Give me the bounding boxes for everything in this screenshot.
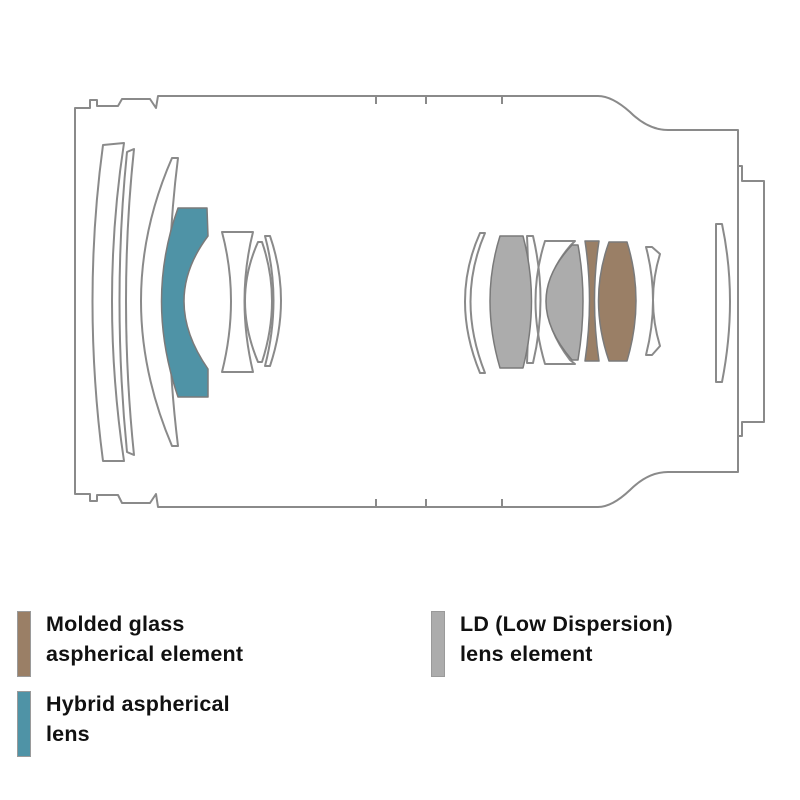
hybrid-aspherical-element <box>160 207 209 398</box>
legend-ld-line2: lens element <box>460 642 593 666</box>
lens-element-6 <box>244 241 273 363</box>
legend-ld: LD (Low Dispersion) lens element <box>431 611 673 677</box>
molded-glass-element-2 <box>597 241 637 362</box>
lens-element-15 <box>714 223 731 383</box>
legend-hybrid-line2: lens <box>46 722 90 746</box>
legend-molded-glass-swatch <box>17 611 31 677</box>
legend-hybrid-swatch <box>17 691 31 757</box>
lens-element-1 <box>91 142 125 462</box>
legend-hybrid-label: Hybrid aspherical lens <box>46 689 230 749</box>
legend-ld-label: LD (Low Dispersion) lens element <box>460 609 673 669</box>
legend-molded-glass: Molded glass aspherical element <box>17 611 243 677</box>
lens-element-7 <box>264 235 282 367</box>
lens-element-5 <box>221 231 254 373</box>
ld-element-2 <box>545 244 584 361</box>
legend-hybrid: Hybrid aspherical lens <box>17 691 230 757</box>
legend-ld-line1: LD (Low Dispersion) <box>460 612 673 636</box>
lens-construction-diagram <box>74 95 765 508</box>
legend-molded-glass-line1: Molded glass <box>46 612 185 636</box>
molded-glass-element-1 <box>584 240 600 362</box>
lens-element-2 <box>118 148 135 456</box>
legend-ld-swatch <box>431 611 445 677</box>
lens-element-8 <box>464 232 486 374</box>
legend-molded-glass-line2: aspherical element <box>46 642 244 666</box>
ld-element-1 <box>489 235 533 369</box>
legend-hybrid-line1: Hybrid aspherical <box>46 692 230 716</box>
legend-molded-glass-label: Molded glass aspherical element <box>46 609 243 669</box>
lens-barrel-outline <box>74 95 765 508</box>
lens-element-14 <box>645 246 661 356</box>
